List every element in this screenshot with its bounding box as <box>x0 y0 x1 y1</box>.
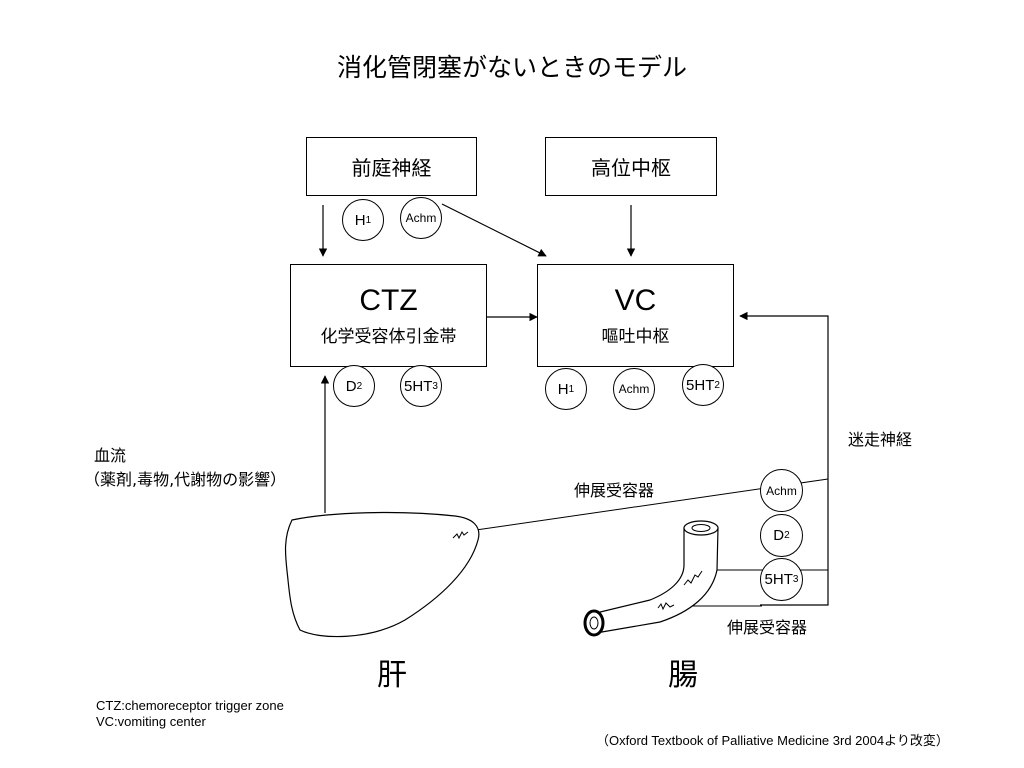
arrow-vagus-to-vc <box>739 311 829 606</box>
blood-flow-detail: （薬剤,毒物,代謝物の影響） <box>84 470 287 489</box>
vestibular-nerve-label: 前庭神経 <box>351 156 432 180</box>
receptor-achm-intestine: Achm <box>760 469 803 512</box>
vc-title: VC <box>614 284 657 317</box>
intestine-nerve-ending-upper <box>683 570 703 586</box>
vagus-nerve-label: 迷走神経 <box>848 430 913 449</box>
stretch-receptor-label-bottom: 伸展受容器 <box>727 618 808 637</box>
arrow-vestibular-to-vc <box>441 203 547 257</box>
ctz-box: CTZ 化学受容体引金帯 <box>290 264 487 367</box>
vc-subtitle: 嘔吐中枢 <box>601 327 670 347</box>
receptor-achm-vc: Achm <box>613 368 655 410</box>
liver-nerve-ending <box>452 531 469 540</box>
intestine-shape <box>595 527 719 634</box>
page-title: 消化管閉塞がないときのモデル <box>336 53 687 82</box>
liver-label: 肝 <box>377 658 407 693</box>
higher-center-label: 高位中枢 <box>591 156 671 180</box>
footnote-ctz: CTZ:chemoreceptor trigger zone <box>96 698 284 713</box>
liver-shape <box>284 511 480 638</box>
source-citation: （Oxford Textbook of Palliative Medicine … <box>596 733 949 748</box>
receptor-achm-vestibular: Achm <box>400 197 442 239</box>
higher-center-box: 高位中枢 <box>545 137 717 196</box>
ctz-subtitle: 化学受容体引金帯 <box>320 327 457 347</box>
vc-box: VC 嘔吐中枢 <box>537 264 734 367</box>
vestibular-nerve-box: 前庭神経 <box>306 137 477 196</box>
stretch-receptor-label-top: 伸展受容器 <box>574 481 655 500</box>
intestine-label: 腸 <box>668 658 698 693</box>
ctz-title: CTZ <box>359 284 418 317</box>
intestine-nerve-ending-lower <box>657 602 675 611</box>
blood-flow-label: 血流 <box>94 446 127 465</box>
footnote-vc: VC:vomiting center <box>96 714 206 729</box>
